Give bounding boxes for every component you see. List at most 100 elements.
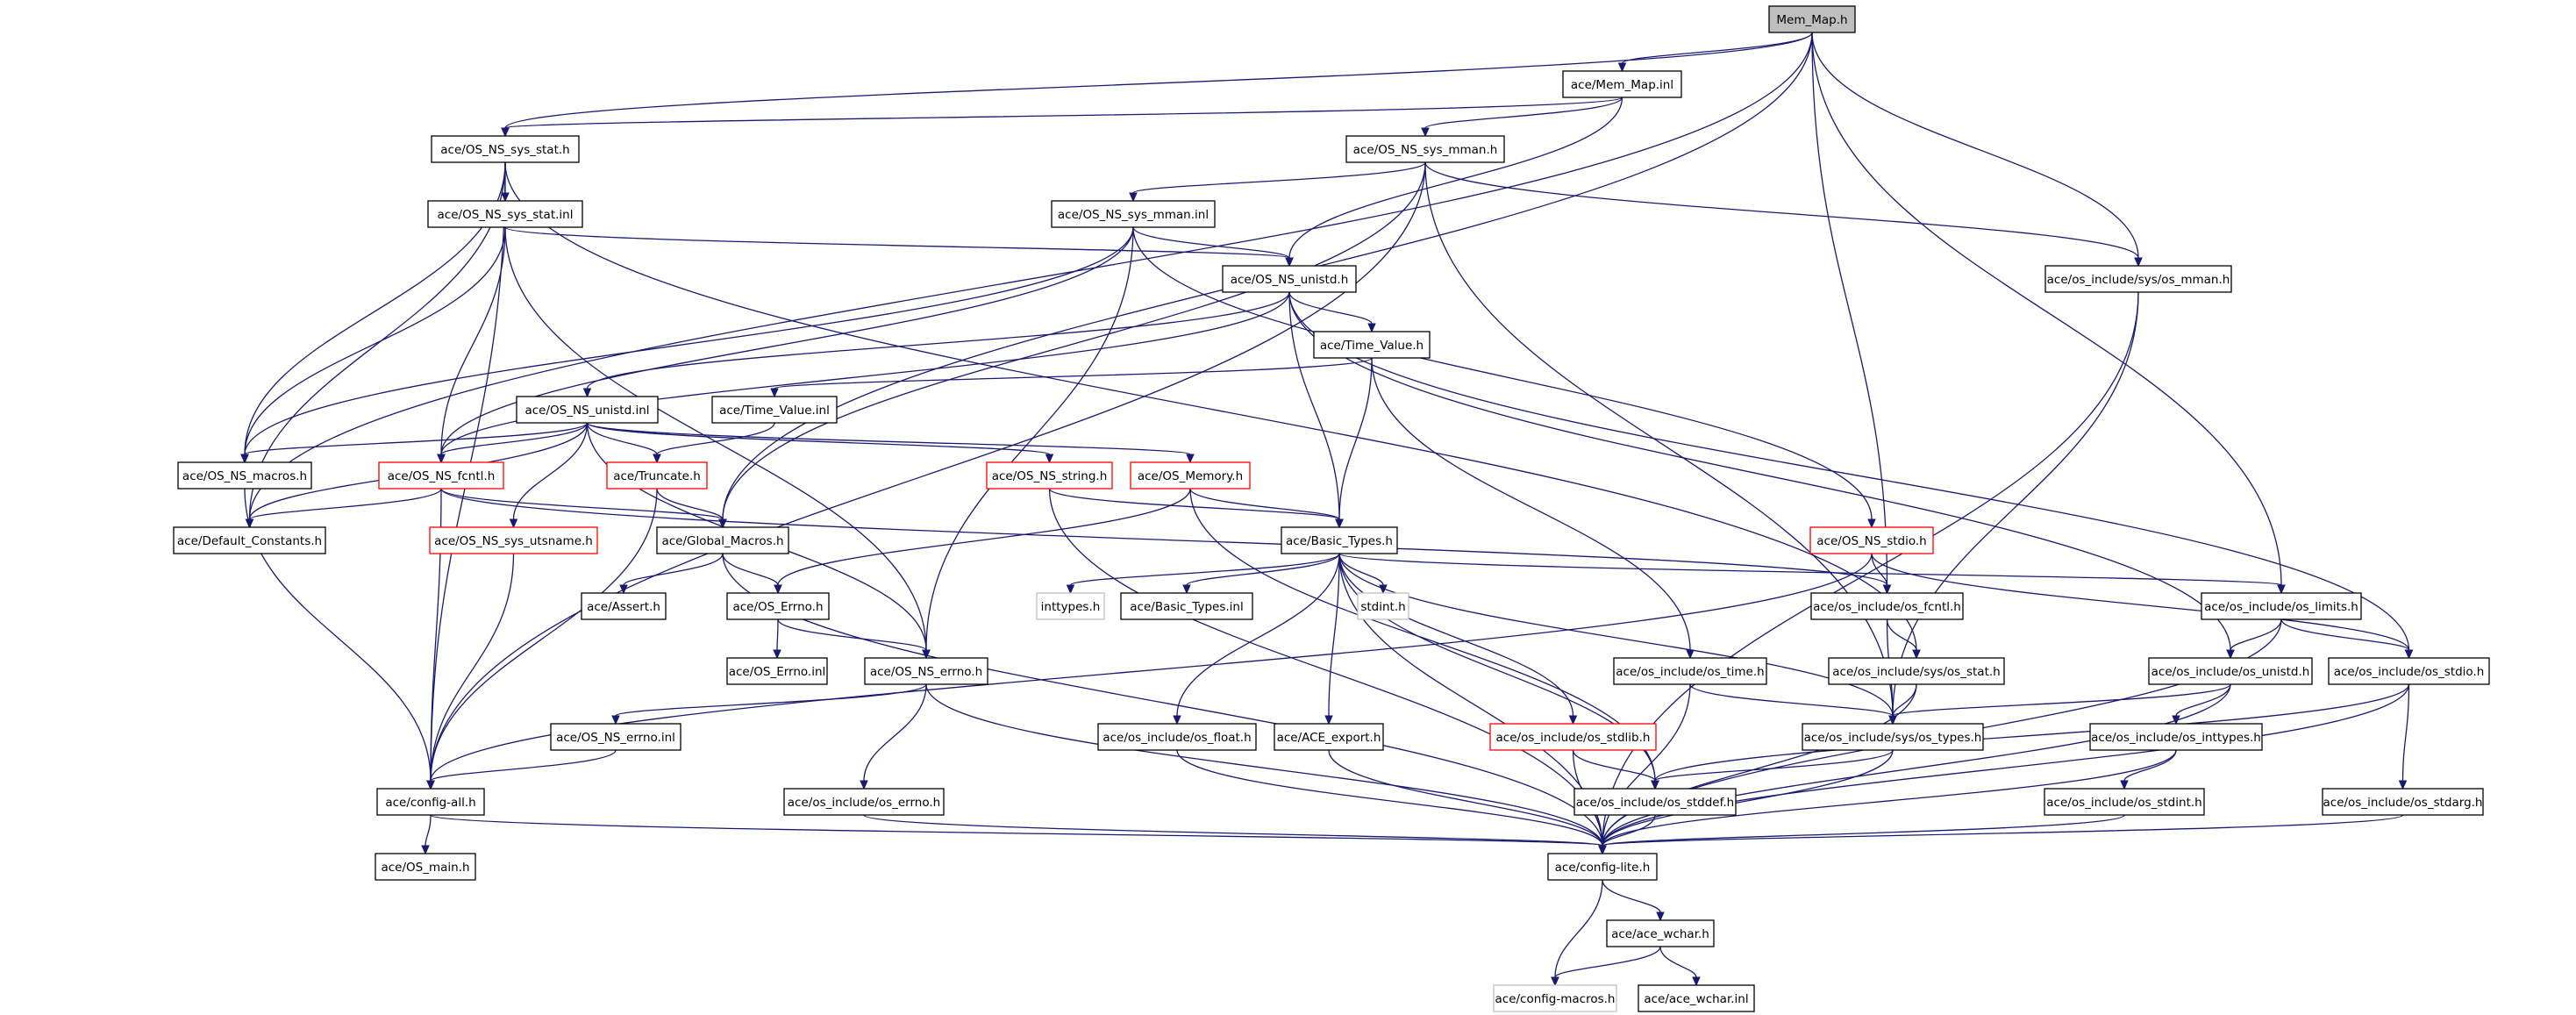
node-os-main-h[interactable]: ace/OS_main.h bbox=[375, 853, 476, 881]
node-inc-stdint-h[interactable]: ace/os_include/os_stdint.h bbox=[2044, 788, 2205, 816]
node-box[interactable] bbox=[2089, 723, 2263, 751]
node-box[interactable] bbox=[2201, 592, 2362, 620]
node-box[interactable] bbox=[1562, 70, 1682, 98]
node-box[interactable] bbox=[581, 592, 667, 620]
node-ns-stdio-h[interactable]: ace/OS_NS_stdio.h bbox=[1809, 526, 1934, 554]
node-assert-h[interactable]: ace/Assert.h bbox=[581, 592, 667, 620]
node-inc-unistd-h[interactable]: ace/os_include/os_unistd.h bbox=[2148, 657, 2313, 685]
node-sys-mman-h[interactable]: ace/OS_NS_sys_mman.h bbox=[1345, 135, 1505, 163]
node-box[interactable] bbox=[726, 592, 830, 620]
node-unistd-inl[interactable]: ace/OS_NS_unistd.inl bbox=[516, 396, 659, 424]
node-box[interactable] bbox=[1809, 526, 1934, 554]
node-inc-inttypes-h[interactable]: ace/os_include/os_inttypes.h bbox=[2089, 723, 2263, 751]
node-default-const-h[interactable]: ace/Default_Constants.h bbox=[173, 526, 326, 554]
node-box[interactable] bbox=[2328, 657, 2490, 685]
node-box[interactable] bbox=[1222, 265, 1357, 293]
node-time-value-inl[interactable]: ace/Time_Value.inl bbox=[711, 396, 838, 424]
node-truncate-h[interactable]: ace/Truncate.h bbox=[606, 461, 708, 490]
node-inc-sys-stat-h[interactable]: ace/os_include/sys/os_stat.h bbox=[1828, 657, 2005, 685]
node-sys-mman-inl[interactable]: ace/OS_NS_sys_mman.inl bbox=[1051, 200, 1216, 228]
node-inc-sys-types-h[interactable]: ace/os_include/sys/os_types.h bbox=[1802, 723, 1984, 751]
node-box[interactable] bbox=[173, 526, 326, 554]
node-global-macros-h[interactable]: ace/Global_Macros.h bbox=[656, 526, 789, 554]
node-box[interactable] bbox=[1638, 984, 1755, 1012]
node-box[interactable] bbox=[516, 396, 659, 424]
node-inc-errno-h[interactable]: ace/os_include/os_errno.h bbox=[783, 788, 945, 816]
node-inc-stddef-h[interactable]: ace/os_include/os_stddef.h bbox=[1573, 788, 1737, 816]
node-ace-wchar-inl[interactable]: ace/ace_wchar.inl bbox=[1638, 984, 1755, 1012]
node-ns-errno-h[interactable]: ace/OS_NS_errno.h bbox=[864, 657, 988, 685]
node-box[interactable] bbox=[431, 135, 580, 163]
node-box[interactable] bbox=[427, 200, 583, 228]
node-box[interactable] bbox=[726, 657, 828, 685]
node-box[interactable] bbox=[1613, 657, 1767, 685]
node-os-errno-h[interactable]: ace/OS_Errno.h bbox=[726, 592, 830, 620]
node-os-errno-inl[interactable]: ace/OS_Errno.inl bbox=[726, 657, 828, 685]
node-box[interactable] bbox=[1357, 592, 1409, 620]
node-box[interactable] bbox=[1051, 200, 1216, 228]
node-config-lite-h[interactable]: ace/config-lite.h bbox=[1547, 853, 1658, 881]
node-box[interactable] bbox=[2044, 788, 2205, 816]
node-inttypes-h[interactable]: inttypes.h bbox=[1036, 592, 1105, 620]
node-inc-stdlib-h[interactable]: ace/os_include/os_stdlib.h bbox=[1489, 723, 1657, 751]
node-box[interactable] bbox=[783, 788, 945, 816]
node-inc-stdio-h[interactable]: ace/os_include/os_stdio.h bbox=[2328, 657, 2490, 685]
node-box[interactable] bbox=[1573, 788, 1737, 816]
node-basic-types-h[interactable]: ace/Basic_Types.h bbox=[1281, 526, 1398, 554]
node-ace-export-h[interactable]: ace/ACE_export.h bbox=[1274, 723, 1384, 751]
node-box[interactable] bbox=[986, 461, 1113, 490]
node-inc-float-h[interactable]: ace/os_include/os_float.h bbox=[1097, 723, 1257, 751]
node-box[interactable] bbox=[550, 723, 681, 751]
node-config-all-h[interactable]: ace/config-all.h bbox=[376, 788, 485, 816]
node-sys-stat-h[interactable]: ace/OS_NS_sys_stat.h bbox=[431, 135, 580, 163]
node-box[interactable] bbox=[711, 396, 838, 424]
node-inc-time-h[interactable]: ace/os_include/os_time.h bbox=[1613, 657, 1767, 685]
node-ns-macros-h[interactable]: ace/OS_NS_macros.h bbox=[177, 461, 312, 490]
node-sys-stat-inl[interactable]: ace/OS_NS_sys_stat.inl bbox=[427, 200, 583, 228]
node-box[interactable] bbox=[375, 853, 476, 881]
node-box[interactable] bbox=[1606, 919, 1715, 947]
node-os-mman-h[interactable]: ace/os_include/sys/os_mman.h bbox=[2044, 265, 2232, 293]
node-box[interactable] bbox=[1345, 135, 1505, 163]
node-box[interactable] bbox=[864, 657, 988, 685]
node-ns-fcntl-h[interactable]: ace/OS_NS_fcntl.h bbox=[378, 461, 504, 490]
node-box[interactable] bbox=[1493, 984, 1617, 1012]
node-basic-types-inl[interactable]: ace/Basic_Types.inl bbox=[1120, 592, 1253, 620]
node-box[interactable] bbox=[1097, 723, 1257, 751]
node-inc-stdarg-h[interactable]: ace/os_include/os_stdarg.h bbox=[2322, 788, 2484, 816]
node-box[interactable] bbox=[1313, 331, 1431, 359]
node-os-memory-h[interactable]: ace/OS_Memory.h bbox=[1130, 461, 1251, 490]
node-mem-map-inl[interactable]: ace/Mem_Map.inl bbox=[1562, 70, 1682, 98]
node-box[interactable] bbox=[177, 461, 312, 490]
node-box[interactable] bbox=[2322, 788, 2484, 816]
node-box[interactable] bbox=[1489, 723, 1657, 751]
node-ns-string-h[interactable]: ace/OS_NS_string.h bbox=[986, 461, 1113, 490]
node-inc-limits-h[interactable]: ace/os_include/os_limits.h bbox=[2201, 592, 2362, 620]
node-config-macros-h[interactable]: ace/config-macros.h bbox=[1493, 984, 1617, 1012]
node-box[interactable] bbox=[2148, 657, 2313, 685]
node-box[interactable] bbox=[1281, 526, 1398, 554]
node-box[interactable] bbox=[2044, 265, 2232, 293]
node-inc-fcntl-h[interactable]: ace/os_include/os_fcntl.h bbox=[1810, 592, 1964, 620]
node-utsname-h[interactable]: ace/OS_NS_sys_utsname.h bbox=[429, 526, 598, 554]
node-box[interactable] bbox=[1130, 461, 1251, 490]
node-box[interactable] bbox=[1810, 592, 1964, 620]
node-ns-errno-inl[interactable]: ace/OS_NS_errno.inl bbox=[550, 723, 681, 751]
node-time-value-h[interactable]: ace/Time_Value.h bbox=[1313, 331, 1431, 359]
node-box[interactable] bbox=[1768, 5, 1856, 33]
node-box[interactable] bbox=[1547, 853, 1658, 881]
node-box[interactable] bbox=[1802, 723, 1984, 751]
node-box[interactable] bbox=[656, 526, 789, 554]
node-box[interactable] bbox=[1120, 592, 1253, 620]
node-box[interactable] bbox=[1274, 723, 1384, 751]
node-mem-map-h[interactable]: Mem_Map.h bbox=[1768, 5, 1856, 33]
node-ace-wchar-h[interactable]: ace/ace_wchar.h bbox=[1606, 919, 1715, 947]
node-box[interactable] bbox=[1828, 657, 2005, 685]
node-stdint-h[interactable]: stdint.h bbox=[1357, 592, 1409, 620]
node-box[interactable] bbox=[376, 788, 485, 816]
node-box[interactable] bbox=[606, 461, 708, 490]
node-box[interactable] bbox=[429, 526, 598, 554]
node-box[interactable] bbox=[378, 461, 504, 490]
node-box[interactable] bbox=[1036, 592, 1105, 620]
node-unistd-h[interactable]: ace/OS_NS_unistd.h bbox=[1222, 265, 1357, 293]
